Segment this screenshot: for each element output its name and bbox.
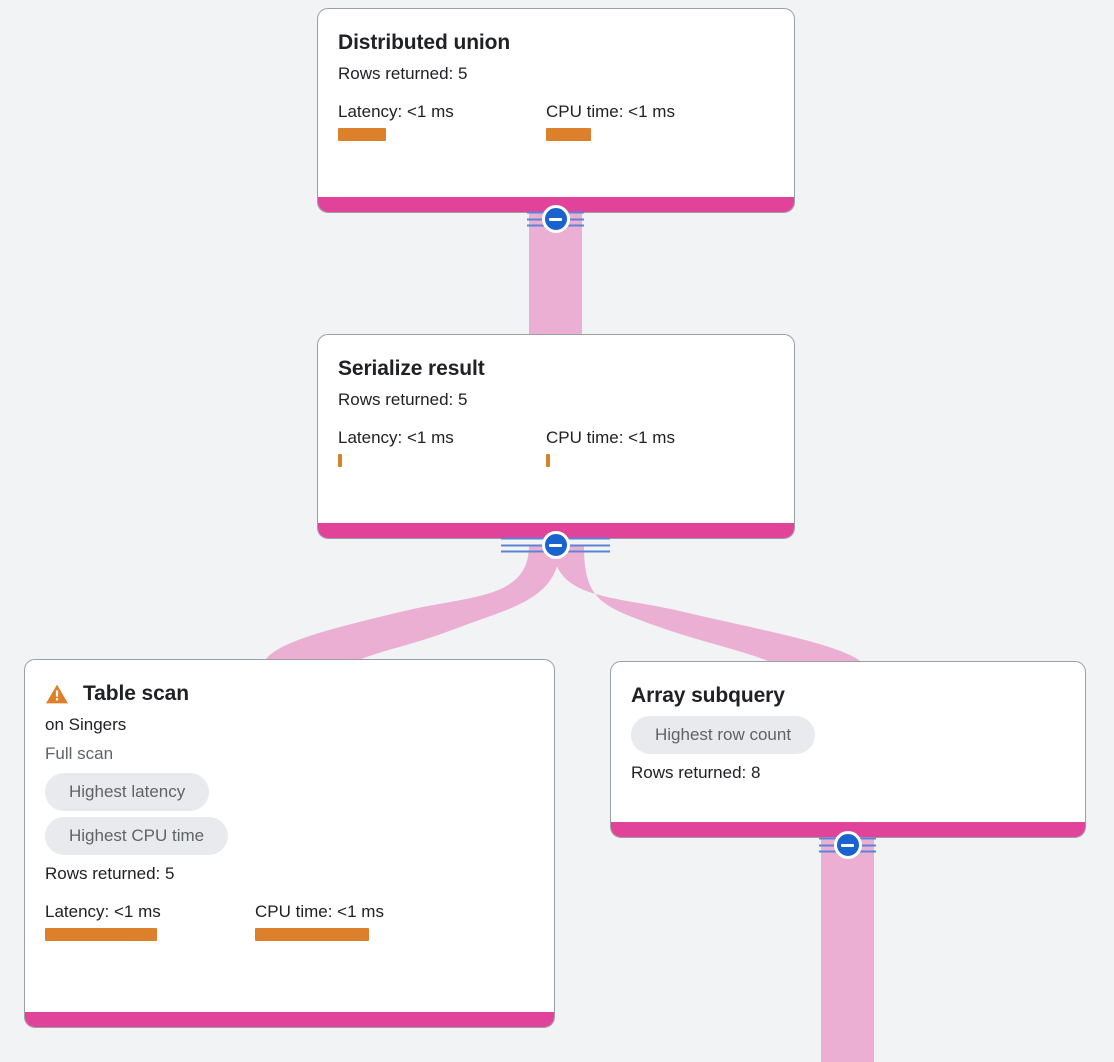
node-rows-returned: Rows returned: 8 <box>631 763 761 782</box>
metric-cpu-time: CPU time: <1 ms <box>546 101 675 141</box>
node-metrics-row: Latency: <1 ms CPU time: <1 ms <box>45 901 534 941</box>
chip-highest-cpu-time[interactable]: Highest CPU time <box>45 817 229 855</box>
minus-circle-icon[interactable] <box>833 831 862 859</box>
node-title-row: Table scan <box>45 680 534 708</box>
node-title: Array subquery <box>631 684 785 707</box>
node-metrics-row: Latency: <1 ms CPU time: <1 ms <box>338 101 774 141</box>
metric-latency-bar <box>45 928 157 941</box>
minus-circle-icon[interactable] <box>541 205 570 233</box>
toggle-distributed-union[interactable] <box>527 205 584 233</box>
edge-array-subquery-to-child <box>821 838 874 1062</box>
node-accent-bar <box>25 1012 554 1027</box>
plan-node-array-subquery[interactable]: Array subquery Highest row count Rows re… <box>610 661 1086 838</box>
warning-icon <box>46 684 68 704</box>
node-body: Serialize result Rows returned: 5 Latenc… <box>318 335 794 523</box>
edge-serialize-result-to-table-scan <box>264 545 560 672</box>
metric-latency: Latency: <1 ms <box>338 427 546 467</box>
chip-highest-row-count[interactable]: Highest row count <box>631 716 816 754</box>
metric-latency-label: Latency: <1 ms <box>338 428 454 447</box>
node-title-row: Serialize result <box>338 355 774 383</box>
node-chip-list: Highest latency Highest CPU time <box>45 773 534 855</box>
node-title: Table scan <box>83 682 189 705</box>
node-scan-type: Full scan <box>45 744 114 763</box>
toggle-array-subquery[interactable] <box>819 831 876 859</box>
metric-cpu-time-label: CPU time: <1 ms <box>255 902 384 921</box>
metric-latency-bar <box>338 128 386 141</box>
metric-latency: Latency: <1 ms <box>45 901 255 941</box>
plan-node-table-scan[interactable]: Table scan on Singers Full scan Highest … <box>24 659 555 1028</box>
node-body: Distributed union Rows returned: 5 Laten… <box>318 9 794 197</box>
node-title: Serialize result <box>338 357 485 380</box>
toggle-serialize-result[interactable] <box>501 531 610 559</box>
node-title-row: Array subquery <box>631 682 1065 710</box>
metric-latency: Latency: <1 ms <box>338 101 546 141</box>
plan-node-distributed-union[interactable]: Distributed union Rows returned: 5 Laten… <box>317 8 795 213</box>
node-accent-bar <box>611 822 1085 837</box>
node-metrics-row: Latency: <1 ms CPU time: <1 ms <box>338 427 774 467</box>
minus-circle-icon[interactable] <box>541 531 570 559</box>
metric-cpu-time: CPU time: <1 ms <box>255 901 384 941</box>
node-scan-target: on Singers <box>45 715 127 734</box>
plan-node-serialize-result[interactable]: Serialize result Rows returned: 5 Latenc… <box>317 334 795 539</box>
metric-cpu-time-bar <box>546 128 591 141</box>
node-rows-returned: Rows returned: 5 <box>338 390 468 409</box>
node-title: Distributed union <box>338 31 511 54</box>
metric-cpu-time: CPU time: <1 ms <box>546 427 675 467</box>
metric-latency-label: Latency: <1 ms <box>45 902 161 921</box>
metric-cpu-time-bar <box>255 928 369 941</box>
metric-latency-bar <box>338 454 342 467</box>
node-rows-returned: Rows returned: 5 <box>338 64 468 83</box>
node-body: Array subquery Highest row count Rows re… <box>611 662 1085 822</box>
metric-cpu-time-label: CPU time: <1 ms <box>546 102 675 121</box>
node-body: Table scan on Singers Full scan Highest … <box>25 660 554 1012</box>
node-rows-returned: Rows returned: 5 <box>45 864 175 883</box>
metric-cpu-time-label: CPU time: <1 ms <box>546 428 675 447</box>
edge-serialize-result-to-array-subquery <box>553 545 866 674</box>
node-title-row: Distributed union <box>338 29 774 57</box>
chip-highest-latency[interactable]: Highest latency <box>45 773 210 811</box>
node-chip-list: Highest row count <box>631 716 1065 754</box>
metric-cpu-time-bar <box>546 454 550 467</box>
metric-latency-label: Latency: <1 ms <box>338 102 454 121</box>
